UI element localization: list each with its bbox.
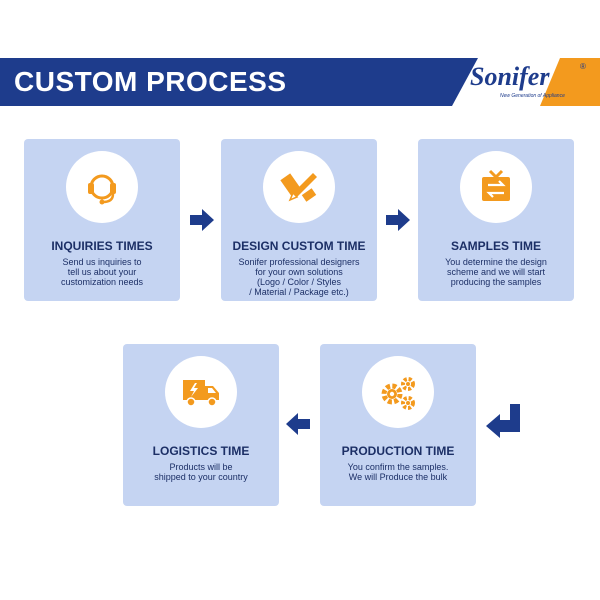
icon-circle [263,151,335,223]
registered-mark: ® [580,62,586,71]
step-description: Sonifer professional designers for your … [227,257,371,297]
step-card-inquiries: INQUIRIES TIMES Send us inquiries to tel… [24,139,180,301]
step-description: Send us inquiries to tell us about your … [30,257,174,287]
step-title: INQUIRIES TIMES [51,239,153,253]
desc-line: Products will be [169,462,233,472]
desc-line: (Logo / Color / Styles [256,277,342,287]
step-description: Products will be shipped to your country [129,462,273,482]
icon-circle [165,356,237,428]
desc-line: You determine the design [445,257,547,267]
arrow-right-icon [386,209,410,231]
step-card-production: PRODUCTION TIME You confirm the samples.… [320,344,476,506]
brand-logo: Sonifer [470,62,550,91]
exchange-icon [482,169,510,201]
desc-line: shipped to your country [154,472,248,482]
desc-line: scheme and we will start [446,267,546,277]
desc-line: We will Produce the bulk [348,472,448,482]
header-banner: CUSTOM PROCESS Sonifer ® New Generation … [0,58,600,106]
desc-line: tell us about your [67,267,137,277]
pencil-icon [280,173,317,202]
step-card-design: DESIGN CUSTOM TIME Sonifer professional … [221,139,377,301]
desc-line: / Material / Package etc.) [249,287,349,297]
gears-icon [381,377,415,410]
desc-line: customization needs [60,277,144,287]
step-description: You confirm the samples. We will Produce… [326,462,470,482]
icon-circle [66,151,138,223]
step-title: SAMPLES TIME [450,239,541,253]
icon-circle [460,151,532,223]
arrow-left-icon [286,413,310,435]
banner-background [0,58,600,106]
step-title: LOGISTICS TIME [152,444,250,458]
desc-line: for your own solutions [255,267,343,277]
step-card-logistics: LOGISTICS TIME Products will be shipped … [123,344,279,506]
headset-icon [88,174,116,205]
page-title: CUSTOM PROCESS [14,66,287,97]
desc-line: producing the samples [450,277,542,287]
truck-icon [183,380,219,407]
desc-line: Sonifer professional designers [238,257,360,267]
desc-line: You confirm the samples. [347,462,449,472]
step-card-samples: SAMPLES TIME You determine the design sc… [418,139,574,301]
step-title: DESIGN CUSTOM TIME [232,239,366,253]
brand-tagline: New Generation of Appliance [500,93,565,99]
step-title: PRODUCTION TIME [341,444,455,458]
arrow-turn-left-icon [486,404,520,438]
arrow-right-icon [190,209,214,231]
step-description: You determine the design scheme and we w… [424,257,568,287]
icon-circle [362,356,434,428]
desc-line: Send us inquiries to [62,257,142,267]
